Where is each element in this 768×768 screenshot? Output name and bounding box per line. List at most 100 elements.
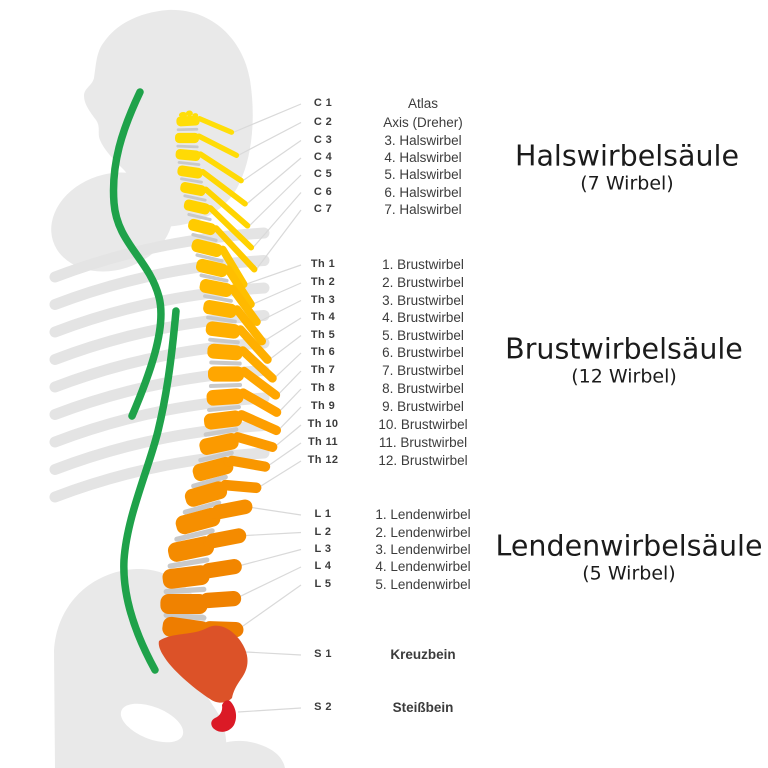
vertebra-name-label: Kreuzbein: [390, 647, 456, 662]
intervertebral-disc: [199, 273, 229, 283]
leader-line: [240, 531, 302, 537]
leader-line: [277, 406, 302, 431]
intervertebral-disc: [177, 160, 201, 167]
vertebra-code-label: C 3: [313, 133, 333, 146]
vertebra-Th2: [195, 258, 255, 309]
vertebra-L3: [162, 559, 242, 589]
vertebra-name-label: 1. Brustwirbel: [382, 257, 464, 272]
vertebra-name-label: 1. Lendenwirbel: [375, 507, 471, 522]
vertebra-name-label: 12. Brustwirbel: [378, 453, 468, 468]
leader-line: [245, 264, 302, 285]
leader-line: [278, 388, 302, 413]
intervertebral-disc: [180, 177, 203, 184]
vertebra-code-label: Th 3: [310, 293, 336, 306]
vertebra-Th3: [199, 279, 261, 326]
vertebra-code-label: C 7: [313, 203, 333, 215]
vertebra-name-label: 4. Halswirbel: [384, 150, 462, 165]
vertebra-L4: [160, 590, 242, 615]
vertebra-name-label: 5. Brustwirbel: [382, 327, 464, 343]
vertebra-code-label: Th 9: [310, 400, 336, 412]
intervertebral-disc: [163, 586, 207, 595]
leader-line: [237, 707, 302, 713]
intervertebral-disc: [208, 337, 240, 345]
vertebra-code-label: C 5: [313, 168, 333, 180]
intervertebral-disc: [206, 315, 237, 324]
leader-line: [247, 506, 302, 516]
vertebra-name-label: Atlas: [407, 96, 438, 111]
vertebra-name-label: 3. Lendenwirbel: [375, 541, 471, 557]
leader-line: [269, 335, 302, 361]
vertebra-code-label: C 6: [313, 185, 333, 198]
vertebra-Th10: [199, 432, 278, 455]
section-heading-cervical: Halswirbelsäule (7 Wirbel): [515, 141, 739, 196]
vertebra-name-label: 2. Brustwirbel: [382, 275, 464, 290]
leader-lines-group: [233, 103, 302, 713]
vertebra-C2: [175, 132, 240, 158]
spinal-cord-upper-line: [109, 88, 165, 420]
coccyx-shape: [211, 700, 237, 732]
intervertebral-disc: [187, 212, 212, 222]
vertebra-name-label: 3. Brustwirbel: [382, 292, 464, 308]
vertebra-code-label: S 2: [314, 701, 332, 713]
vertebra-L2: [167, 528, 247, 562]
vertebra-name-label: 4. Lendenwirbel: [375, 559, 471, 574]
intervertebral-disc: [209, 360, 242, 366]
heading-text: Brustwirbelsäule: [505, 332, 743, 366]
vertebra-code-label: Th 10: [307, 418, 339, 430]
vertebra-Th5: [205, 321, 272, 364]
intervertebral-disc: [167, 557, 210, 569]
heading-subtext: (7 Wirbel): [580, 172, 674, 195]
vertebra-name-label: 8. Brustwirbel: [382, 381, 464, 396]
leader-line: [273, 352, 302, 379]
vertebra-name-label: 9. Brustwirbel: [382, 399, 464, 414]
heading-text: Halswirbelsäule: [515, 139, 739, 173]
vertebra-code-label: S 1: [314, 648, 332, 660]
leader-line: [236, 548, 302, 568]
leader-line: [233, 103, 302, 133]
section-heading-thoracic: Brustwirbelsäule (12 Wirbel): [505, 334, 743, 389]
intervertebral-disc: [182, 500, 222, 515]
leader-line: [274, 424, 302, 448]
vertebra-Th9: [203, 410, 281, 436]
vertebra-name-label: 6. Brustwirbel: [382, 345, 464, 360]
vertebra-C6: [183, 199, 255, 251]
rib-line: [49, 337, 270, 393]
vertebra-name-label: 10. Brustwirbel: [378, 417, 468, 432]
heading-text: Lendenwirbelsäule: [495, 529, 763, 563]
intervertebral-disc: [191, 474, 228, 489]
spinal-cord-group: [109, 88, 180, 674]
vertebra-C3: [175, 149, 244, 184]
leg-bulge-silhouette: [196, 740, 285, 768]
thigh-highlight: [120, 703, 184, 743]
vertebra-name-label: 2. Lendenwirbel: [375, 524, 471, 540]
leader-line: [249, 174, 302, 227]
vertebra-code-label: L 3: [314, 542, 332, 555]
vertebra-Th12: [184, 479, 262, 507]
vertebra-code-label: L 4: [314, 560, 332, 572]
leader-line: [242, 140, 302, 182]
vertebra-name-label: Steißbein: [392, 700, 454, 715]
vertebra-C5: [180, 181, 251, 229]
vertebra-name-label: Axis (Dreher): [383, 114, 463, 130]
vertebra-Th7: [208, 366, 281, 400]
intervertebral-disc: [195, 253, 224, 263]
vertebra-code-label: Th 4: [310, 311, 336, 323]
leader-line: [238, 121, 302, 156]
intervertebral-disc: [176, 144, 199, 149]
vertebra-code-label: C 4: [313, 151, 333, 163]
vertebra-name-label: 4. Brustwirbel: [382, 310, 464, 325]
leader-line: [255, 209, 302, 270]
vertebra-code-label: C 1: [313, 97, 333, 109]
spine-group: [160, 110, 282, 642]
intervertebral-disc: [198, 450, 234, 463]
spinal-cord-lower-line: [120, 307, 180, 674]
vertebra-Th1: [191, 238, 248, 289]
leader-line: [277, 370, 302, 396]
head-silhouette: [84, 9, 253, 227]
vertebra-C1: [176, 110, 235, 135]
intervertebral-disc: [191, 232, 218, 243]
leader-line: [235, 566, 302, 600]
sacrum-shape: [158, 625, 248, 703]
